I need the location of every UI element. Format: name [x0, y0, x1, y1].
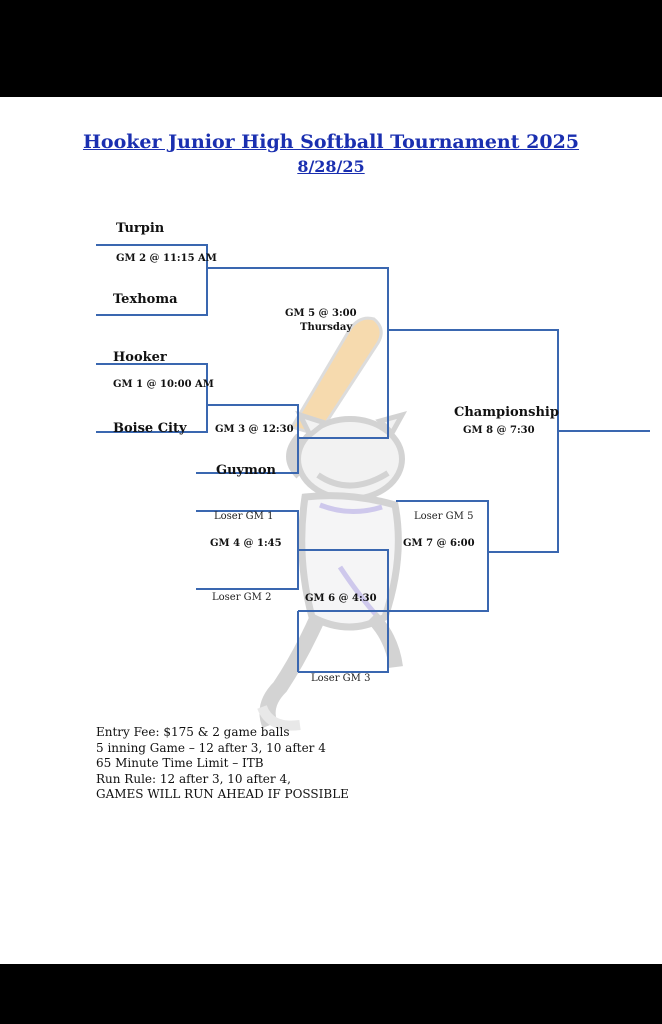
- team-texhoma: Texhoma: [113, 292, 178, 307]
- tournament-rules: Entry Fee: $175 & 2 game balls 5 inning …: [96, 725, 349, 803]
- game-6-label: GM 6 @ 4:30: [305, 593, 377, 604]
- loser-gm2-label: Loser GM 2: [212, 592, 272, 603]
- game-4-label: GM 4 @ 1:45: [210, 538, 282, 549]
- game-5-day: Thursday: [300, 322, 353, 333]
- game-8-label: GM 8 @ 7:30: [463, 425, 535, 436]
- bracket-graphic: [96, 244, 650, 731]
- rule-innings: 5 inning Game – 12 after 3, 10 after 4: [96, 740, 326, 755]
- loser-gm5-label: Loser GM 5: [414, 511, 474, 522]
- rule-time-limit: 65 Minute Time Limit – ITB: [96, 756, 264, 770]
- championship-label: Championship: [454, 405, 559, 420]
- team-hooker: Hooker: [113, 350, 167, 365]
- loser-gm3-label: Loser GM 3: [311, 673, 371, 684]
- loser-gm1-label: Loser GM 1: [214, 511, 274, 522]
- bracket-sheet: Hooker Junior High Softball Tournament 2…: [0, 97, 662, 964]
- team-boise-city: Boise City: [113, 421, 187, 436]
- game-7-label: GM 7 @ 6:00: [403, 538, 475, 549]
- rule-entry-fee: Entry Fee: $175 & 2 game balls: [96, 725, 290, 739]
- game-3-label: GM 3 @ 12:30: [215, 424, 294, 435]
- tournament-date: 8/28/25: [297, 157, 365, 176]
- bracket-lines: [96, 244, 650, 673]
- team-turpin: Turpin: [116, 221, 165, 236]
- game-1-label: GM 1 @ 10:00 AM: [113, 379, 214, 390]
- rule-run-ahead: GAMES WILL RUN AHEAD IF POSSIBLE: [96, 787, 349, 801]
- rule-run-rule: Run Rule: 12 after 3, 10 after 4,: [96, 771, 291, 786]
- page-title: Hooker Junior High Softball Tournament 2…: [82, 131, 580, 153]
- game-2-label: GM 2 @ 11:15 AM: [116, 253, 217, 264]
- team-guymon: Guymon: [216, 463, 276, 478]
- game-5-label: GM 5 @ 3:00: [285, 308, 357, 319]
- bulldog-batter-mascot-icon: [257, 316, 408, 731]
